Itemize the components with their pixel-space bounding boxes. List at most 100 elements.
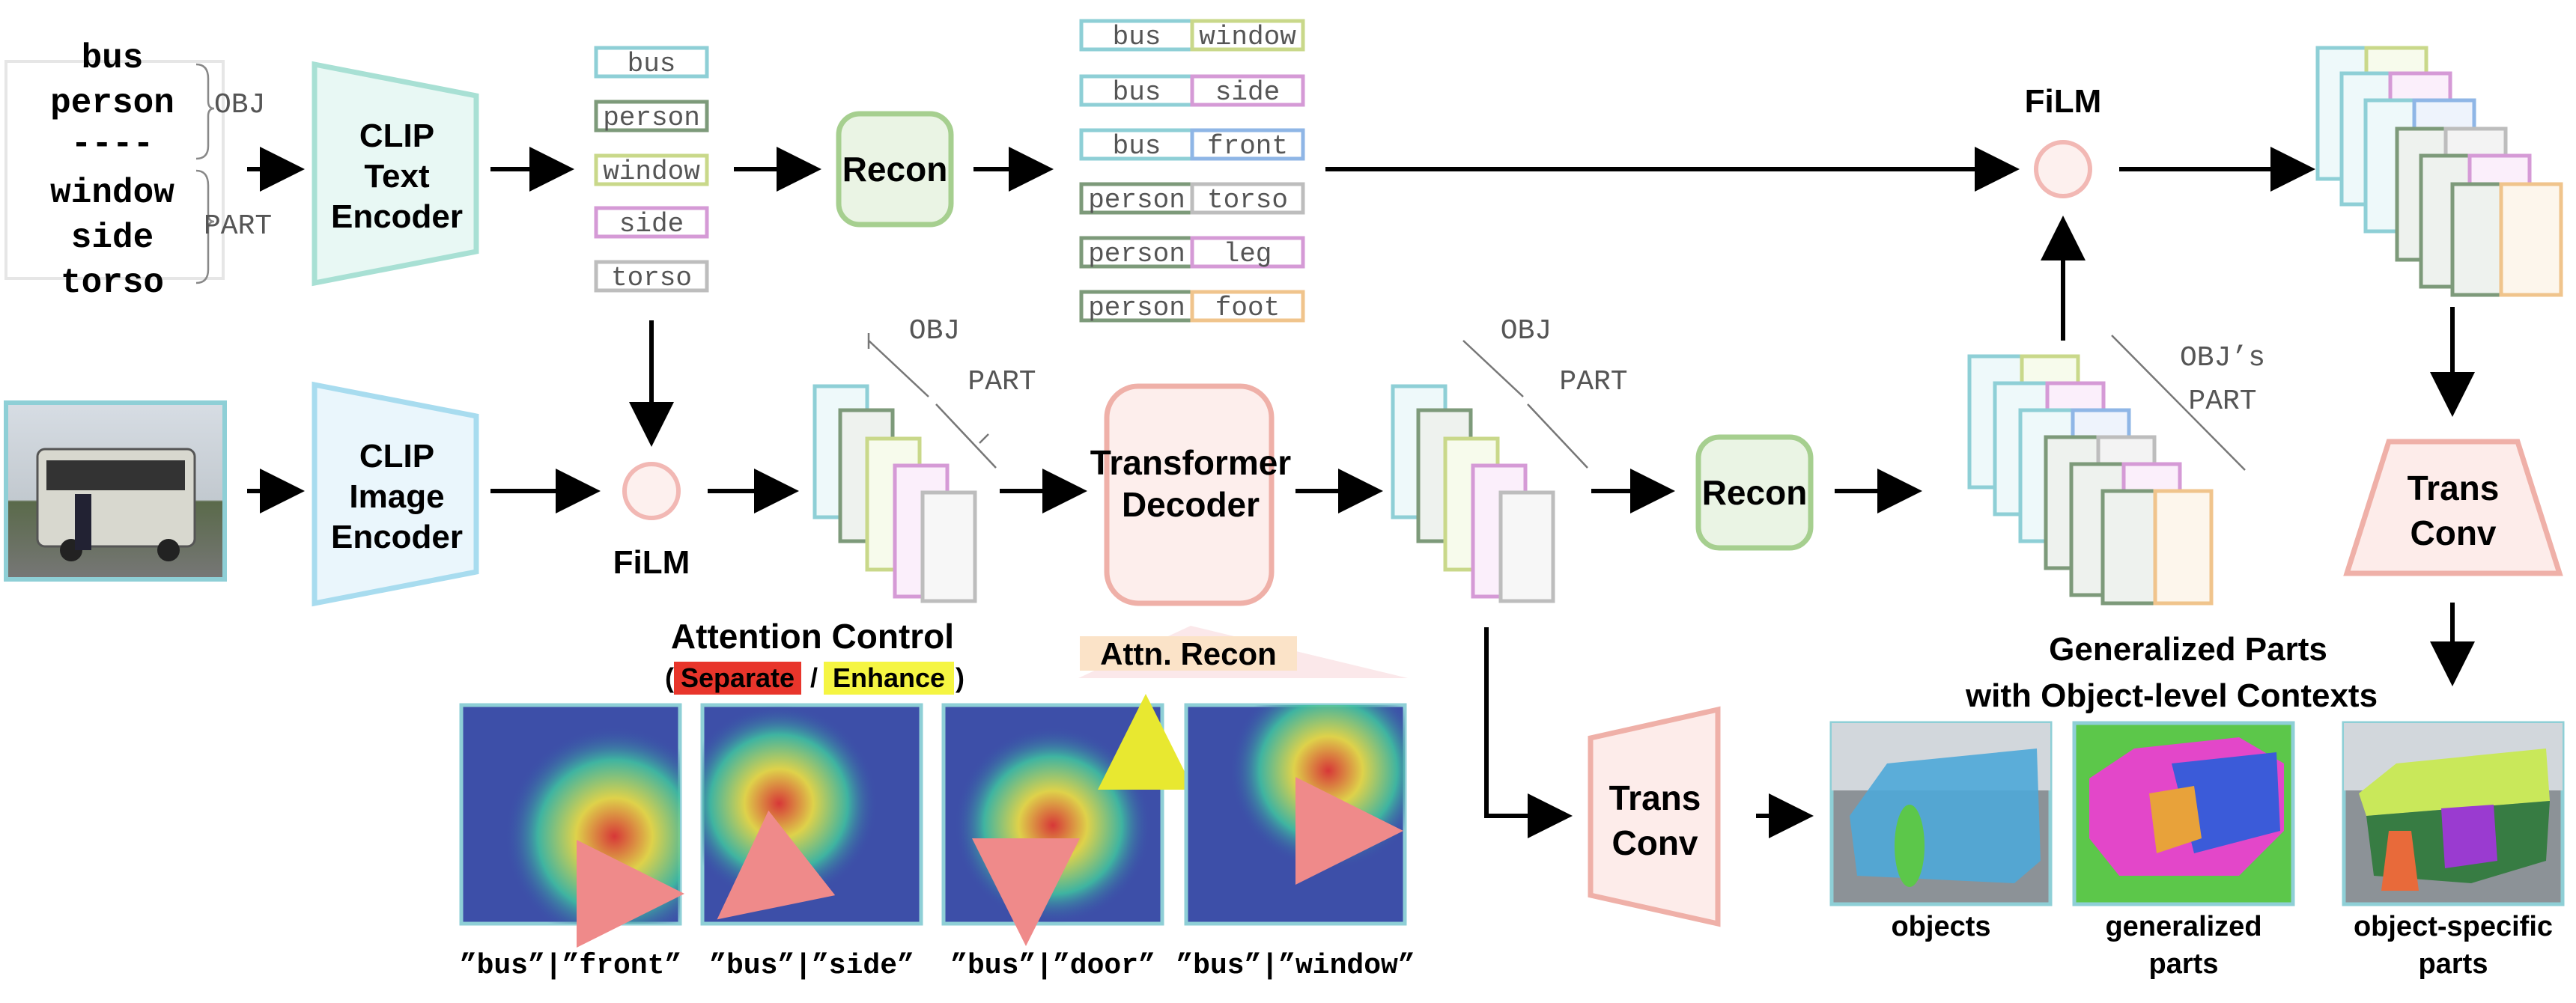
enhance-highlight: [824, 662, 954, 695]
attention-caption: ”bus”|”front”: [460, 950, 681, 982]
attention-paren: ): [956, 662, 965, 693]
feature-stack-1: OBJ PART: [812, 315, 1036, 603]
pair-part-box: [1190, 290, 1305, 323]
pair-obj-label: person: [1088, 293, 1185, 323]
input-part-word: window: [50, 174, 174, 213]
separate-label: Separate: [681, 662, 795, 693]
trans-conv-shape: [1588, 706, 1721, 927]
attention-caption: ”bus”|”side”: [709, 950, 914, 982]
trans-conv-right: Trans Conv: [2343, 439, 2563, 576]
encoder-label: Text: [364, 158, 430, 195]
token-box-bus: [594, 46, 709, 79]
attention-heat: [1186, 705, 1405, 924]
bus-wheel: [157, 539, 180, 561]
attention-map: [700, 703, 923, 926]
objs-part-group-line: [2111, 335, 2246, 471]
part-brace-label: PART: [204, 210, 272, 243]
trans-conv-label: Trans: [2408, 469, 2500, 507]
pair-part-label: torso: [1207, 185, 1288, 216]
output-caption: parts: [2419, 948, 2488, 980]
output-caption: generalized: [2105, 911, 2261, 942]
output-generalized-parts: generalized parts: [2072, 721, 2295, 980]
object-specific-feature-stack: [2315, 46, 2563, 297]
encoder-label: Image: [349, 478, 444, 515]
obj-brace-label: OBJ: [214, 89, 265, 121]
attention-caption: ”bus”|”door”: [950, 950, 1155, 982]
part-mask: [2149, 786, 2202, 853]
separate-highlight: [674, 662, 801, 695]
pair-obj-label: bus: [1113, 77, 1161, 108]
attention-paren: (: [665, 662, 674, 693]
encoder-label: CLIP: [359, 438, 434, 475]
pair-part-box: [1190, 74, 1305, 107]
output-object-specific-parts: object-specific parts: [2342, 721, 2565, 980]
token-box-person: [594, 100, 709, 132]
feature-map: [2499, 182, 2563, 297]
pair-part-label: front: [1207, 131, 1288, 162]
attention-slash: /: [803, 662, 825, 693]
pair-part-box: [1190, 128, 1305, 161]
feature-map: [2100, 489, 2161, 606]
token-box-torso: [594, 260, 709, 293]
input-part-word: side: [71, 219, 154, 257]
person-part-mask: [2381, 831, 2419, 891]
input-image: [4, 400, 227, 582]
group-label-part: PART: [967, 366, 1036, 398]
token-embeddings: bus person window side torso: [594, 46, 709, 293]
pair-obj-label: bus: [1113, 22, 1161, 52]
group-label-obj: OBJ: [909, 315, 960, 347]
generalized-title: with Object-level Contexts: [1965, 677, 2378, 714]
output-caption: objects: [1891, 911, 1990, 942]
pair-obj-label: person: [1088, 239, 1185, 269]
input-frame: [4, 60, 225, 280]
film-label: FiLM: [2025, 83, 2102, 120]
attention-maps: ”bus”|”front” ”bus”|”side” ”bus”|”door” …: [459, 694, 1415, 982]
input-separator: ----: [71, 125, 154, 164]
recon-box: [1695, 434, 1814, 551]
clip-text-encoder: CLIP Text Encoder: [312, 61, 479, 287]
separate-arrow: [717, 810, 836, 920]
recon-label: Recon: [1702, 473, 1808, 512]
input-obj-word: bus: [82, 39, 144, 78]
token-label: side: [619, 209, 684, 240]
arrow: [1484, 627, 1573, 838]
output-objects: objects: [1829, 721, 2053, 942]
decoder-label: Transformer: [1090, 443, 1292, 482]
objs-part-feature-stack: OBJ’s PART: [1967, 335, 2265, 606]
transformer-decoder: Transformer Decoder: [1090, 383, 1292, 606]
film-mid: FiLM: [613, 462, 690, 581]
film-top: FiLM: [2025, 83, 2102, 198]
recon-block-mid: Recon: [1695, 434, 1814, 551]
attention-heat: [702, 705, 921, 924]
bus-windows: [46, 460, 185, 490]
decoder-box: [1104, 383, 1275, 606]
part-mask: [2441, 805, 2497, 868]
clip-image-encoder: CLIP Image Encoder: [312, 381, 479, 607]
group-tick: [979, 433, 989, 444]
token-label: bus: [628, 49, 676, 79]
token-label: person: [603, 103, 700, 133]
recon-box: [836, 111, 954, 228]
feature-map: [2153, 489, 2214, 606]
pair-obj-label: person: [1088, 185, 1185, 216]
attn-recon-label: Attn. Recon: [1100, 636, 1277, 671]
attention-title: Attention Control: [671, 617, 954, 656]
feature-map: [1498, 490, 1555, 603]
trans-conv-label: Trans: [1609, 778, 1701, 817]
pair-obj-label: bus: [1113, 131, 1161, 162]
feature-map: [920, 490, 977, 603]
recon-block-top: Recon: [836, 111, 954, 228]
part-group-line: [1527, 403, 1588, 469]
recon-label: Recon: [842, 150, 948, 189]
group-label-objs-part: OBJ’s: [2180, 342, 2265, 374]
obj-group-line: [1462, 340, 1524, 397]
token-label: window: [603, 156, 700, 187]
input-word-list: bus person ---- window side torso OBJ PA…: [4, 39, 272, 302]
encoder-label: Encoder: [331, 198, 463, 235]
attention-heat: [944, 705, 1162, 924]
obj-group-line: [868, 340, 929, 397]
film-label: FiLM: [613, 544, 690, 581]
attention-map: [1184, 703, 1407, 926]
obj-brace: [195, 63, 215, 160]
